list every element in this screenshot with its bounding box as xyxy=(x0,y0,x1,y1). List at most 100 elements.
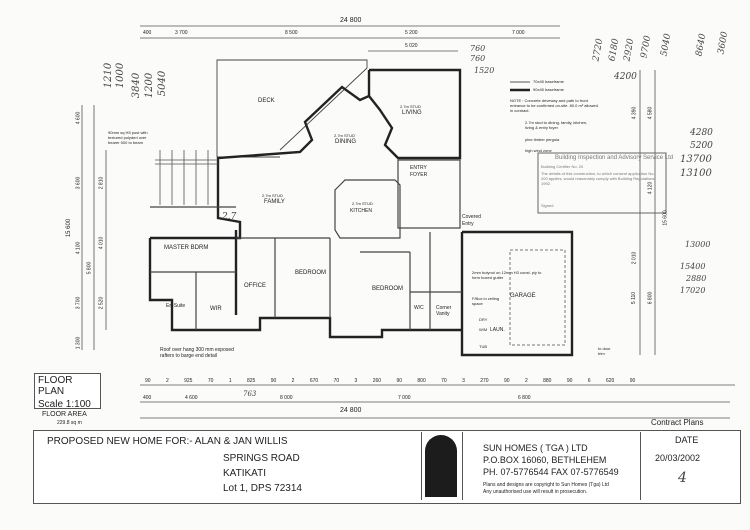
note-fbox: F/Box in ceiling space xyxy=(472,296,500,306)
room-ensuite: En-Suite xyxy=(166,303,186,309)
dim-bottom-row1: 90 2 925 70 1 825 90 2 670 70 3 260 90 8… xyxy=(145,378,635,384)
handwritten-note: 760 xyxy=(470,44,486,53)
company-address: P.O.BOX 16060, BETHLEHEM xyxy=(483,455,607,465)
company-phone: PH. 07-5776544 FAX 07-5776549 xyxy=(483,467,619,477)
floor-plan-title: FLOOR PLAN xyxy=(38,375,73,397)
handwritten-note: 15400 xyxy=(680,262,706,271)
handwritten-note: 13000 xyxy=(685,240,711,249)
dim-overall-bottom: 24 800 xyxy=(340,407,362,414)
room-family: FAMILY xyxy=(264,199,285,205)
legend-70-label: 70x45 baseframe xyxy=(533,79,564,84)
handwritten-note: 760 xyxy=(470,54,486,63)
room-bedroom: BEDROOM xyxy=(295,270,327,276)
interior-walls xyxy=(150,159,462,330)
room-entry: ENTRY xyxy=(410,165,427,171)
handwritten-note: 17020 xyxy=(680,286,706,295)
room-laundry: LAUN. xyxy=(490,327,505,333)
dim-top: 7 000 xyxy=(512,30,525,36)
contract-plans-label: Contract Plans xyxy=(651,418,704,427)
dim-left: 4 100 xyxy=(75,241,82,255)
note-pergola: pine timber pergola xyxy=(525,137,560,142)
dim-top: 3 700 xyxy=(175,30,188,36)
note-roof-overhang: Roof over hang 300 mm exposed rafters to… xyxy=(160,347,234,359)
dim: 70 xyxy=(207,378,214,384)
handwritten-note: 13700 xyxy=(680,154,712,165)
dim-top: 400 xyxy=(143,30,152,36)
dim-right: 4 390 xyxy=(631,106,638,120)
stamp-signed: Signed xyxy=(541,203,554,208)
dim: 70 xyxy=(333,378,340,384)
dim-left: 3 700 xyxy=(75,296,82,310)
pergola xyxy=(155,150,218,205)
copyright-line: Any unauthorised use will result in pros… xyxy=(483,489,588,495)
room-dining: DINING xyxy=(335,139,356,145)
copyright-line: Plans and designs are copyright to Sun H… xyxy=(483,482,609,488)
room-vanity: Corner Vanity xyxy=(436,305,452,317)
dim: 2 670 xyxy=(291,378,319,384)
date-value: 20/03/2002 xyxy=(655,453,701,463)
dim: 90 xyxy=(145,378,151,384)
floor-area-value: 229.8 sq m xyxy=(57,420,82,426)
handwritten-note: 5200 xyxy=(690,141,713,151)
building-consent-stamp xyxy=(537,152,667,214)
dim-left-inner: 2 520 xyxy=(98,296,105,310)
handwritten-note: 1200 xyxy=(144,72,156,99)
dim: 2 925 xyxy=(165,378,193,384)
date-divider xyxy=(640,432,641,500)
title-block xyxy=(33,430,741,504)
room-foyer: FOYER xyxy=(410,172,428,178)
garage-door-outline xyxy=(509,249,566,346)
dim: 90 xyxy=(629,378,636,384)
room-dry: DRY xyxy=(479,317,488,322)
handwritten-note: 2880 xyxy=(686,274,707,283)
note-stud: 2.7m stud to dining, family, kitchen, li… xyxy=(525,120,588,130)
room-dining-stud: 2.7m STUD xyxy=(334,133,355,138)
room-bedroom: BEDROOM xyxy=(372,286,404,292)
dim: 90 xyxy=(503,378,510,384)
room-wir: WIR xyxy=(210,306,222,312)
dim-bottom: 8 000 xyxy=(280,395,293,401)
dim-top: 5 200 xyxy=(405,30,418,36)
note-driveway: NOTE : Concrete driveway and path to fro… xyxy=(510,98,598,113)
dim-left-total: 15 600 xyxy=(66,218,73,238)
room-wm: W/M xyxy=(479,327,488,332)
dim: 3 260 xyxy=(354,378,382,384)
dim-top-sub: 5 020 xyxy=(405,43,418,49)
dim-left-inner: 2 810 xyxy=(98,176,105,190)
dim-right: 2 010 xyxy=(631,251,638,265)
floor-plan-scale: Scale 1:100 xyxy=(38,399,91,410)
legend-90-label: 90x45 baseframe xyxy=(533,87,564,92)
dim: 6 620 xyxy=(587,378,615,384)
dim-left: 3 600 xyxy=(75,176,82,190)
stamp-cert: Building Certifier No. 20 xyxy=(541,164,584,169)
room-wc: W/C xyxy=(414,305,424,311)
date-label: DATE xyxy=(675,435,699,445)
handwritten-note: 4200 xyxy=(614,72,637,82)
dim-left: 1 300 xyxy=(75,336,82,350)
dim-right: 6 800 xyxy=(647,291,654,305)
handwritten-note: 4280 xyxy=(690,128,713,138)
dim-right: 4 580 xyxy=(647,106,654,120)
dim-left-inner: 4 010 xyxy=(98,236,105,250)
stamp-body: The details of this construction, to whi… xyxy=(541,171,655,186)
note-gutter: 2mm butynol on 12mm H3 const. ply to for… xyxy=(472,270,542,280)
room-office: OFFICE xyxy=(244,283,266,289)
top-dimension-lines xyxy=(81,25,735,419)
note-post: 90mm sq H5 post with textured polyded ov… xyxy=(108,130,148,145)
dim-bottom: 400 xyxy=(143,395,152,401)
room-family-stud: 2.7m STUD xyxy=(262,193,283,198)
company-name: SUN HOMES ( TGA ) LTD xyxy=(483,443,588,453)
floor-area-label: FLOOR AREA xyxy=(42,411,87,418)
room-living: LIVING xyxy=(402,110,422,116)
address-street: SPRINGS ROAD xyxy=(223,453,300,464)
room-tub: TUB xyxy=(479,344,487,349)
note-door-trim: to door trim xyxy=(598,346,611,356)
company-logo xyxy=(425,435,457,497)
room-kitchen: KITCHEN xyxy=(350,208,372,214)
sheet-number: 4 xyxy=(678,470,687,486)
room-kitchen-stud: 2.7m STUD xyxy=(352,201,373,206)
address-town: KATIKATI xyxy=(223,468,266,479)
dim-bottom: 6 800 xyxy=(518,395,531,401)
room-garage: GARAGE xyxy=(510,293,536,299)
